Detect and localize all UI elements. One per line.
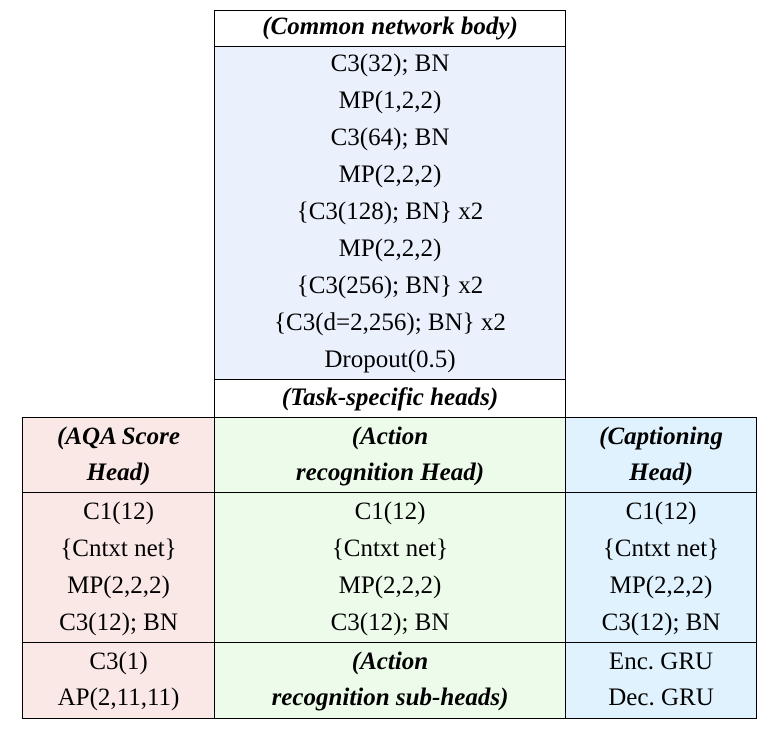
aqa-layer: C3(12); BN: [59, 609, 178, 636]
aqa-layer: C1(12): [83, 498, 154, 525]
captioning-head-title-line: (Captioning: [599, 423, 723, 450]
action-layer: C1(12): [354, 498, 426, 525]
common-body-header-cell: (Common network body): [214, 10, 566, 47]
aqa-layer: MP(2,2,2): [67, 572, 170, 599]
common-body-layers-cell: C3(32); BN MP(1,2,2) C3(64); BN MP(2,2,2…: [214, 46, 566, 380]
aqa-tail-layer: AP(2,11,11): [57, 684, 180, 711]
captioning-layer: {Cntxt net}: [602, 535, 720, 562]
body-layer: MP(2,2,2): [338, 235, 442, 262]
captioning-head-title-line: Head): [629, 459, 693, 486]
task-heads-header-cell: (Task-specific heads): [214, 379, 566, 417]
action-layer: MP(2,2,2): [338, 572, 442, 599]
body-layer: Dropout(0.5): [324, 346, 456, 373]
captioning-layer: C3(12); BN: [601, 609, 721, 636]
common-body-header: (Common network body): [262, 13, 518, 40]
captioning-tail-layer: Enc. GRU: [608, 648, 714, 675]
captioning-head-layers-cell: C1(12) {Cntxt net} MP(2,2,2) C3(12); BN: [565, 492, 757, 643]
captioning-head-tail-cell: Enc. GRU Dec. GRU: [565, 642, 757, 719]
action-subheads-line: (Action: [351, 648, 429, 675]
aqa-layer: {Cntxt net}: [60, 535, 177, 562]
body-layer: MP(1,2,2): [338, 87, 442, 114]
aqa-head-layers-cell: C1(12) {Cntxt net} MP(2,2,2) C3(12); BN: [22, 492, 215, 643]
captioning-head-title-cell: (Captioning Head): [565, 417, 757, 493]
action-subheads-line: recognition sub-heads): [271, 684, 509, 711]
captioning-layer: C1(12): [625, 498, 697, 525]
action-layer: {Cntxt net}: [331, 535, 449, 562]
body-layer: C3(32); BN: [330, 50, 450, 77]
captioning-layer: MP(2,2,2): [609, 572, 713, 599]
captioning-tail-layer: Dec. GRU: [608, 684, 714, 711]
aqa-head-tail-cell: C3(1) AP(2,11,11): [22, 642, 215, 719]
action-head-tail-cell: (Action recognition sub-heads): [214, 642, 566, 719]
aqa-head-title-line: (AQA Score: [57, 423, 180, 450]
aqa-head-title-line: Head): [86, 459, 151, 486]
action-head-title-line: (Action: [351, 423, 429, 450]
action-layer: C3(12); BN: [330, 609, 450, 636]
body-layer: C3(64); BN: [330, 124, 450, 151]
body-layer: {C3(d=2,256); BN} x2: [274, 309, 506, 336]
action-head-layers-cell: C1(12) {Cntxt net} MP(2,2,2) C3(12); BN: [214, 492, 566, 643]
action-head-title-line: recognition Head): [295, 459, 485, 486]
body-layer: {C3(128); BN} x2: [296, 198, 484, 225]
task-heads-header: (Task-specific heads): [281, 384, 499, 411]
aqa-head-title-cell: (AQA Score Head): [22, 417, 215, 493]
aqa-tail-layer: C3(1): [89, 648, 148, 675]
body-layer: MP(2,2,2): [338, 161, 442, 188]
action-head-title-cell: (Action recognition Head): [214, 417, 566, 493]
body-layer: {C3(256); BN} x2: [296, 272, 484, 299]
